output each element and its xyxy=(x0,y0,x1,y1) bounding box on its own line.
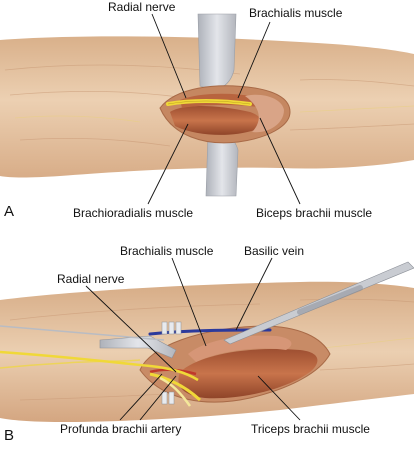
leader-brachialis-a xyxy=(237,21,271,99)
panel-a-leaders xyxy=(147,13,301,205)
label-basilic-vein-b: Basilic vein xyxy=(244,244,305,258)
label-radial-nerve-b: Radial nerve xyxy=(57,272,125,286)
panel-b-leaders xyxy=(85,257,301,421)
leader-radial-nerve-b xyxy=(85,285,177,373)
radial-nerve-b xyxy=(0,350,199,382)
label-brachialis-a: Brachialis muscle xyxy=(249,6,343,20)
leader-basilic-b xyxy=(235,257,273,331)
label-brachioradialis-a: Brachioradialis muscle xyxy=(73,206,194,220)
leader-brachioradialis-a xyxy=(147,123,189,205)
panel-a-illustration xyxy=(0,13,414,197)
panel-letter-a: A xyxy=(4,203,15,220)
biceps-muscle-a xyxy=(245,94,284,133)
leader-profunda-1-b xyxy=(119,373,163,421)
retractor-b xyxy=(99,335,177,359)
label-triceps-b: Triceps brachii muscle xyxy=(251,422,370,436)
brachioradialis-muscle-a xyxy=(170,106,262,135)
brachialis-muscle-b xyxy=(188,335,292,362)
panel-b-illustration xyxy=(0,261,414,422)
label-radial-nerve-a: Radial nerve xyxy=(108,0,176,14)
retractor-upper xyxy=(197,13,237,90)
label-biceps-a: Biceps brachii muscle xyxy=(256,206,373,220)
leader-biceps-a xyxy=(259,117,301,205)
label-profunda-b: Profunda brachii artery xyxy=(60,422,182,436)
leader-triceps-b xyxy=(257,375,301,421)
triceps-muscle-b xyxy=(178,348,318,399)
leader-profunda-2-b xyxy=(139,375,177,421)
label-brachialis-b: Brachialis muscle xyxy=(120,244,214,258)
leader-brachialis-b xyxy=(171,257,207,347)
panel-letter-b: B xyxy=(4,427,15,444)
leader-radial-nerve-a xyxy=(151,13,187,99)
